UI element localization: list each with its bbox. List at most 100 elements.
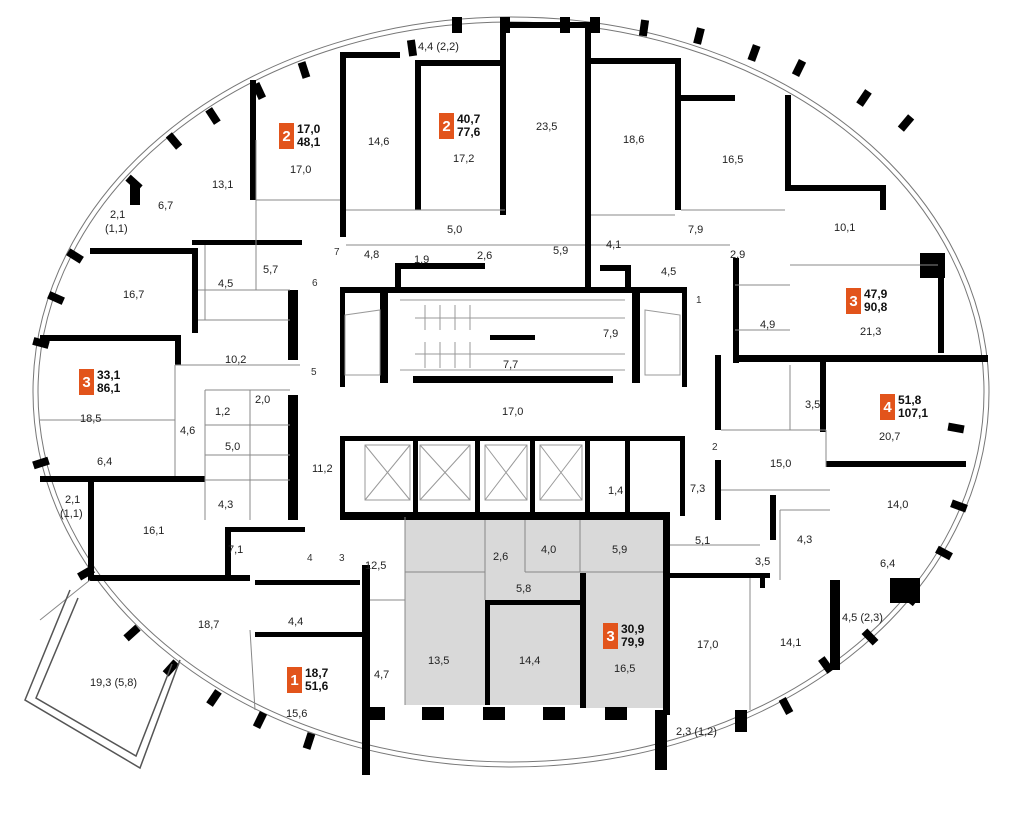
living-area: 33,1 — [97, 368, 121, 382]
total-area: 79,9 — [621, 635, 645, 649]
room-label: 17,0 — [502, 406, 523, 418]
entrance-number: 5 — [311, 367, 317, 378]
room-label: 14,6 — [368, 136, 389, 148]
room-label: 14,1 — [780, 637, 801, 649]
room-count: 1 — [287, 667, 302, 693]
room-label: 16,7 — [123, 289, 144, 301]
room-label: 1,4 — [608, 485, 623, 497]
room-label: 16,5 — [722, 154, 743, 166]
room-label: 23,5 — [536, 121, 557, 133]
apartment-badge[interactable]: 2 17,0 48,1 — [279, 123, 320, 149]
apartment-badge[interactable]: 3 30,9 79,9 — [603, 623, 644, 649]
living-area: 17,0 — [297, 122, 321, 136]
total-area: 77,6 — [457, 125, 481, 139]
room-count: 2 — [279, 123, 294, 149]
room-label: 18,6 — [623, 134, 644, 146]
room-label: 18,5 — [80, 413, 101, 425]
room-label: 6,4 — [880, 558, 895, 570]
room-count: 3 — [603, 623, 618, 649]
room-label: 14,4 — [519, 655, 540, 667]
apartment-areas: 33,1 86,1 — [97, 369, 120, 395]
room-count: 4 — [880, 394, 895, 420]
room-label: 11,2 — [312, 463, 333, 475]
room-label: 15,6 — [286, 708, 307, 720]
room-label: 4,4 — [288, 616, 303, 628]
room-label: 5,0 — [225, 441, 240, 453]
total-area: 107,1 — [898, 406, 929, 420]
apartment-areas: 47,9 90,8 — [864, 288, 887, 314]
room-label: 7,7 — [503, 359, 518, 371]
entrance-number: 4 — [307, 553, 313, 564]
room-label: 4,5 — [218, 278, 233, 290]
room-label: 5,1 — [695, 535, 710, 547]
room-count: 2 — [439, 113, 454, 139]
apartment-areas: 40,7 77,6 — [457, 113, 480, 139]
apartment-badge[interactable]: 3 33,1 86,1 — [79, 369, 120, 395]
room-label: 16,5 — [614, 663, 635, 675]
room-label: 1,9 — [414, 254, 429, 266]
room-label: 4,4 (2,2) — [418, 41, 459, 53]
room-label: 19,3 (5,8) — [90, 677, 137, 689]
room-label: 14,0 — [887, 499, 908, 511]
room-label: 2,6 — [493, 551, 508, 563]
facade-outer — [32, 16, 990, 768]
room-label: 4,9 — [760, 319, 775, 331]
room-label: 17,0 — [697, 639, 718, 651]
apartment-badge[interactable]: 3 47,9 90,8 — [846, 288, 887, 314]
room-label: 5,9 — [612, 544, 627, 556]
room-label: 15,0 — [770, 458, 791, 470]
living-area: 18,7 — [305, 666, 329, 680]
room-labels: 4,4 (2,2) 23,5 14,6 17,2 18,6 16,5 13,1 … — [60, 41, 908, 738]
room-label: 6,7 — [158, 200, 173, 212]
entrance-number: 1 — [696, 295, 702, 306]
room-label: 21,3 — [860, 326, 881, 338]
room-label: 4,0 — [541, 544, 556, 556]
room-label: 5,9 — [553, 245, 568, 257]
main-walls — [40, 22, 988, 775]
living-area: 51,8 — [898, 393, 922, 407]
room-label: 2,3 (1,2) — [676, 726, 717, 738]
highlighted-apartment-area — [405, 517, 663, 708]
room-label: 5,8 — [516, 583, 531, 595]
room-label: 4,5 — [661, 266, 676, 278]
room-label: 4,5 (2,3) — [842, 612, 883, 624]
room-label: 5,0 — [447, 224, 462, 236]
room-label: 13,5 — [428, 655, 449, 667]
apartment-areas: 18,7 51,6 — [305, 667, 328, 693]
room-label: 4,6 — [180, 425, 195, 437]
room-label: 20,7 — [879, 431, 900, 443]
room-label: 7,3 — [690, 483, 705, 495]
apartment-areas: 51,8 107,1 — [898, 394, 928, 420]
apartment-badge[interactable]: 2 40,7 77,6 — [439, 113, 480, 139]
room-label: 16,1 — [143, 525, 164, 537]
room-label: 3,5 — [755, 556, 770, 568]
room-label: (1,1) — [60, 508, 83, 520]
interior-partitions — [39, 140, 938, 711]
apartment-badge[interactable]: 1 18,7 51,6 — [287, 667, 328, 693]
room-label: 5,7 — [263, 264, 278, 276]
room-count: 3 — [79, 369, 94, 395]
entrance-numbers: 7 6 5 1 2 4 3 — [307, 247, 718, 564]
entrance-number: 6 — [312, 278, 318, 289]
room-label: 4,3 — [218, 499, 233, 511]
balconies — [24, 589, 181, 770]
entrance-number: 7 — [334, 247, 340, 258]
room-label: 4,1 — [606, 239, 621, 251]
room-label: 17,2 — [453, 153, 474, 165]
entrance-number: 2 — [712, 442, 718, 453]
core-details — [344, 299, 681, 501]
room-label: 13,1 — [212, 179, 233, 191]
living-area: 30,9 — [621, 622, 645, 636]
room-label: 10,2 — [225, 354, 246, 366]
room-label: 2,0 — [255, 394, 270, 406]
total-area: 48,1 — [297, 135, 321, 149]
room-label: 7,9 — [688, 224, 703, 236]
room-label: 6,4 — [97, 456, 112, 468]
living-area: 40,7 — [457, 112, 481, 126]
entrance-number: 3 — [339, 553, 345, 564]
apartment-badge[interactable]: 4 51,8 107,1 — [880, 394, 928, 420]
room-label: 4,7 — [374, 669, 389, 681]
living-area: 47,9 — [864, 287, 888, 301]
room-label: 2,1 — [110, 209, 125, 221]
